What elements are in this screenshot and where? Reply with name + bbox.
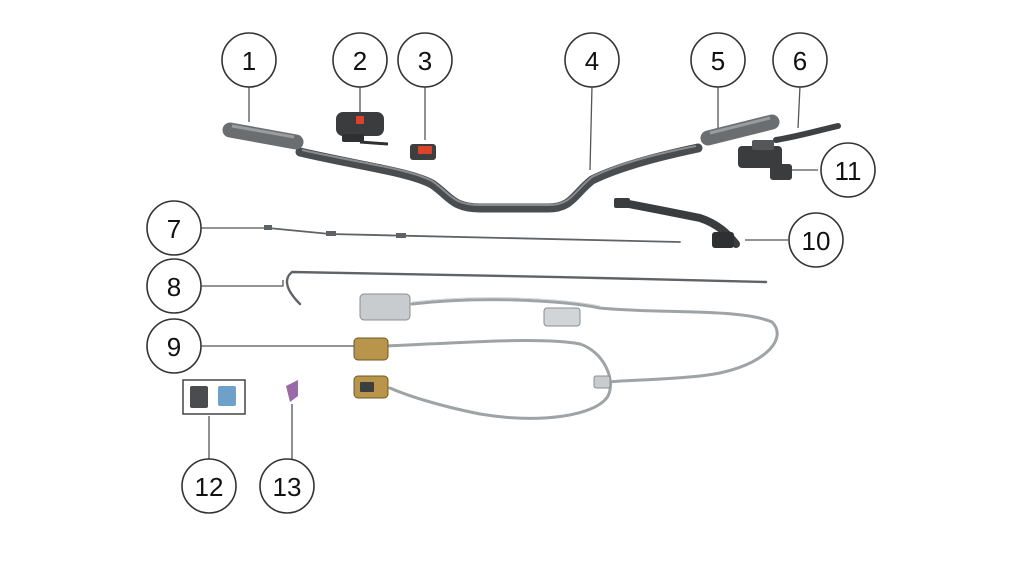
callout-number: 2 <box>353 46 367 76</box>
callout-number: 3 <box>418 46 432 76</box>
callout-number: 8 <box>167 272 181 302</box>
brake-hose-assembly-part <box>353 293 779 420</box>
leader-lines <box>200 85 818 460</box>
left-grip-part <box>222 122 304 150</box>
callout-11: 11 <box>820 142 876 198</box>
clip-part <box>286 380 298 402</box>
left-switch-part <box>336 112 389 146</box>
callout-number: 10 <box>802 226 831 256</box>
callout-number: 9 <box>167 332 181 362</box>
callout-5: 5 <box>690 32 746 88</box>
right-grip-part <box>700 114 780 146</box>
callout-circle <box>564 32 620 88</box>
callout-13: 13 <box>259 458 315 514</box>
throttle-cable-part <box>264 225 681 243</box>
callout-8: 8 <box>146 258 202 314</box>
callout-circle <box>146 318 202 374</box>
callout-number: 6 <box>793 46 807 76</box>
handlebar-part <box>295 143 703 213</box>
callout-circle <box>259 458 315 514</box>
callout-2: 2 <box>332 32 388 88</box>
callout-circle <box>146 200 202 256</box>
callout-circle <box>221 32 277 88</box>
callout-circle <box>772 32 828 88</box>
brake-pedal-part <box>614 198 740 248</box>
callout-circle <box>146 258 202 314</box>
brake-lever-part <box>773 123 841 143</box>
callout-number: 4 <box>585 46 599 76</box>
callout-9: 9 <box>146 318 202 374</box>
callout-circle <box>788 212 844 268</box>
callout-1: 1 <box>221 32 277 88</box>
callout-7: 7 <box>146 200 202 256</box>
callout-circle <box>690 32 746 88</box>
callout-12: 12 <box>181 458 237 514</box>
callout-number: 7 <box>167 214 181 244</box>
callout-4: 4 <box>564 32 620 88</box>
master-cylinder-part <box>738 140 792 180</box>
callout-number: 11 <box>835 156 862 186</box>
callout-circle <box>332 32 388 88</box>
callout-10: 10 <box>788 212 844 268</box>
callout-3: 3 <box>397 32 453 88</box>
callout-number: 5 <box>711 46 725 76</box>
callout-number: 13 <box>273 472 302 502</box>
callout-number: 12 <box>195 472 224 502</box>
callout-circle <box>181 458 237 514</box>
cable-part <box>285 270 768 306</box>
callout-circle <box>397 32 453 88</box>
callout-circle <box>820 142 876 198</box>
callout-number: 1 <box>242 46 256 76</box>
callout-6: 6 <box>772 32 828 88</box>
brake-pads-part <box>182 379 246 415</box>
small-switch-part <box>410 144 436 160</box>
